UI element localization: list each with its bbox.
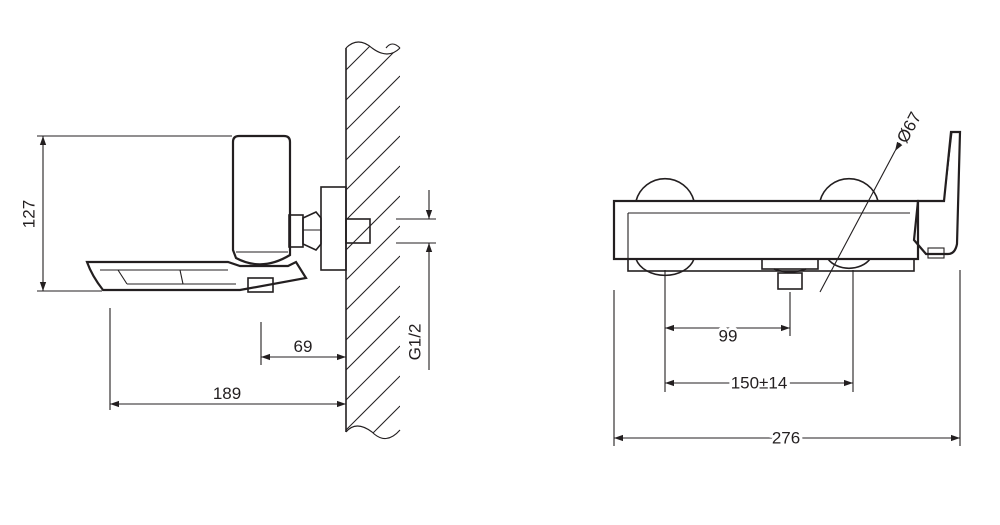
dimension-centers: 150±14 bbox=[665, 270, 854, 395]
dimension-spout-offset: 99 bbox=[664, 270, 791, 392]
diameter-dimension-label: Ø67 bbox=[893, 109, 925, 146]
spout-offset-dimension-label: 99 bbox=[719, 326, 738, 345]
dimension-outlet-offset: 69 bbox=[260, 322, 346, 365]
thread-dimension-label: G1/2 bbox=[405, 324, 424, 361]
outlet-offset-dimension-label: 69 bbox=[294, 337, 313, 356]
dimension-height: 127 bbox=[19, 135, 232, 292]
front-view: Ø67 99 150±14 276 bbox=[612, 109, 962, 450]
height-dimension-label: 127 bbox=[19, 200, 38, 228]
wall-section bbox=[345, 41, 401, 440]
faucet-side bbox=[85, 134, 371, 293]
dimension-projection: 189 bbox=[109, 308, 346, 410]
dimension-width: 276 bbox=[613, 270, 961, 450]
centers-dimension-label: 150±14 bbox=[731, 373, 788, 392]
projection-dimension-label: 189 bbox=[213, 384, 241, 403]
side-view: 127 69 189 G1/2 bbox=[19, 41, 436, 440]
width-dimension-label: 276 bbox=[772, 428, 800, 447]
dimension-thread: G1/2 bbox=[396, 190, 436, 370]
faucet-front bbox=[612, 130, 962, 290]
wall-hatching bbox=[346, 42, 400, 439]
